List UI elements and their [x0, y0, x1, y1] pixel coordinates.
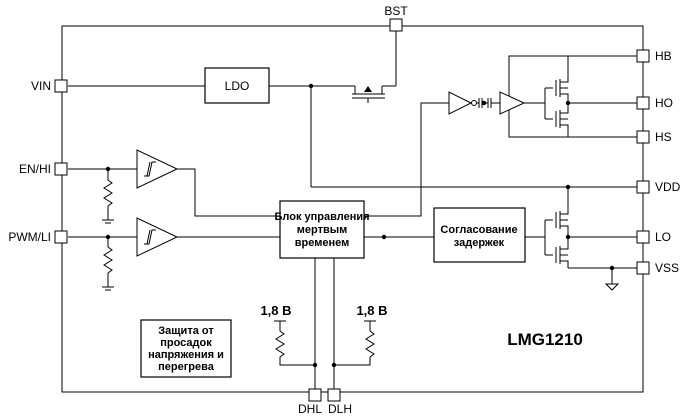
pin-vss: [636, 261, 650, 275]
delay-label-1: Согласование: [440, 224, 517, 236]
pin-en-hi: [54, 162, 68, 176]
protection-label-3: напряжения и: [148, 349, 224, 361]
pin-label-dhl: DHL: [298, 402, 322, 416]
protection-label-1: Защита от: [158, 325, 214, 337]
pin-label-hs: HS: [655, 130, 672, 144]
delay-label-2: задержек: [454, 237, 505, 249]
delay-matching-block: [433, 207, 526, 263]
protection-label-4: перегрева: [158, 361, 215, 373]
pin-dlh: [327, 388, 341, 402]
pin-label-vin: VIN: [31, 79, 51, 93]
pin-label-ho: HO: [655, 96, 673, 110]
protection-block: [140, 319, 232, 378]
pin-bst: [389, 18, 403, 32]
pin-hb: [636, 49, 650, 63]
pin-pwm-li: [54, 230, 68, 244]
ldo-label: LDO: [225, 79, 250, 93]
schmitt-trigger-en: [136, 149, 179, 189]
pin-dhl: [308, 388, 322, 402]
high-side-driver: [499, 91, 526, 115]
chip-name: LMG1210: [507, 330, 583, 349]
pin-ho: [636, 96, 650, 110]
deadtime-label-2: мертвым: [297, 224, 348, 236]
pin-label-vss: VSS: [655, 261, 679, 275]
pmos-switch: [352, 86, 385, 103]
chip-outline: [61, 25, 644, 393]
pin-label-vdd: VDD: [655, 180, 681, 194]
level-shift-buffer: [448, 91, 473, 115]
deadtime-label-1: Блок управления: [274, 211, 369, 223]
schmitt-trigger-pwm: [136, 217, 179, 257]
ldo-block: [204, 67, 270, 104]
pin-label-pwm-li: PWM/LI: [8, 230, 51, 244]
pin-vdd: [636, 180, 650, 194]
pin-label-dlh: DLH: [328, 402, 352, 416]
supply-label-right: 1,8 В: [356, 303, 387, 318]
deadtime-control-block: [279, 200, 365, 259]
pin-label-lo: LO: [655, 230, 671, 244]
deadtime-label-3: временем: [295, 237, 349, 249]
pin-hs: [636, 130, 650, 144]
pin-label-bst: BST: [384, 4, 408, 18]
pin-lo: [636, 230, 650, 244]
supply-label-left: 1,8 В: [260, 303, 291, 318]
protection-label-2: просадок: [160, 337, 212, 349]
pin-label-en-hi: EN/HI: [19, 162, 51, 176]
pin-label-hb: HB: [655, 49, 672, 63]
pin-vin: [54, 79, 68, 93]
